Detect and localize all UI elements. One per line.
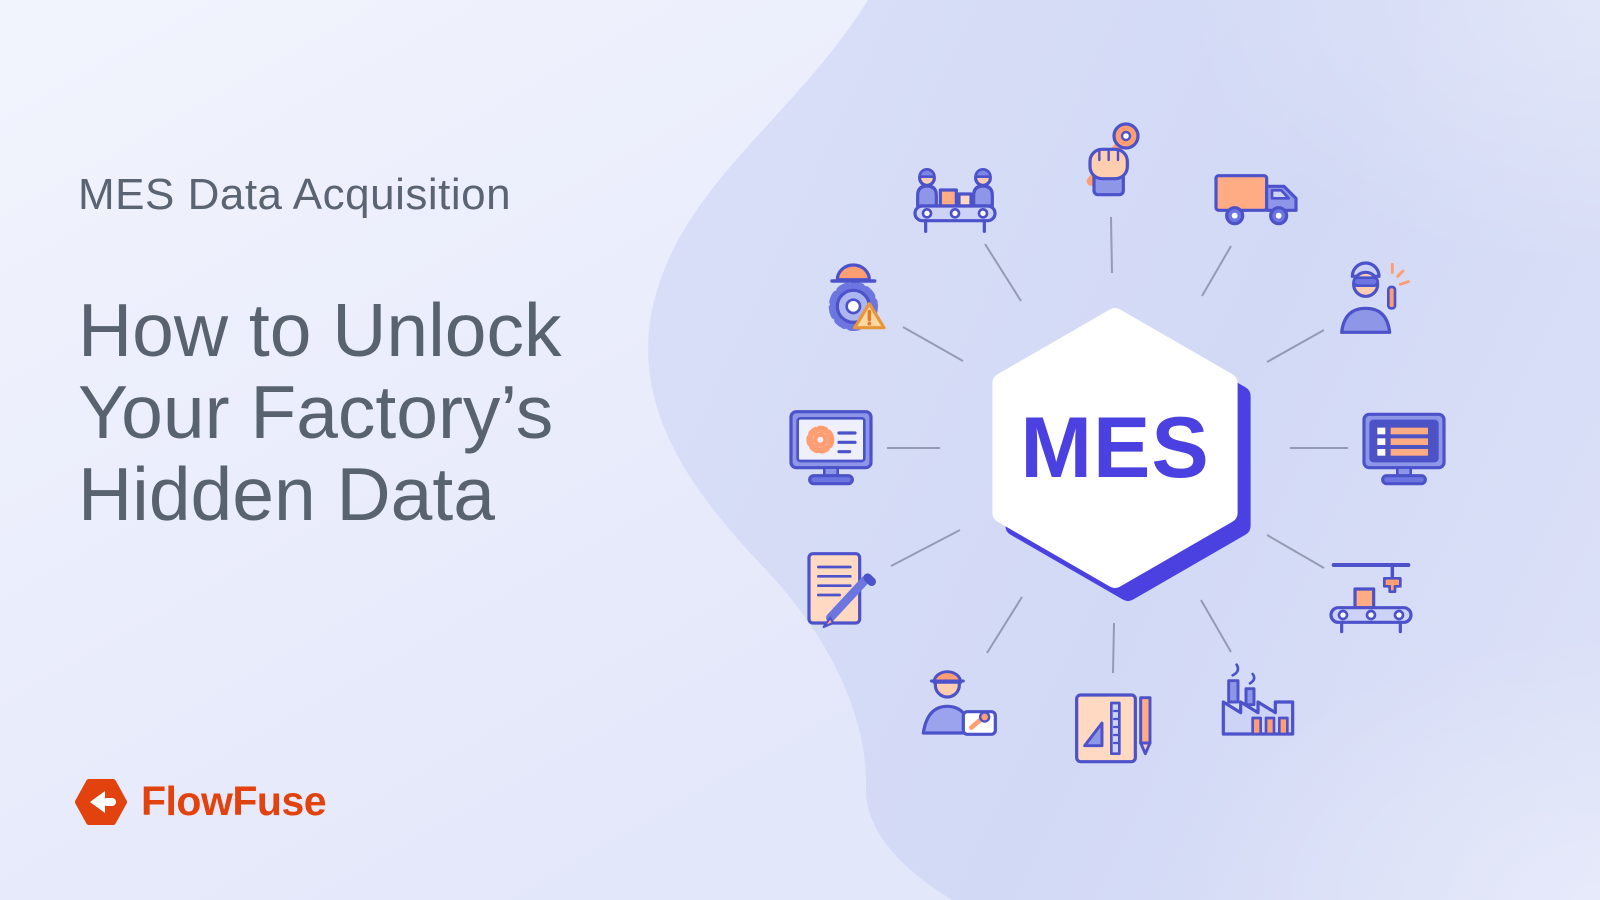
title-line-3: Hidden Data <box>78 451 495 536</box>
title-line-1: How to Unlock <box>78 288 562 372</box>
page-title: How to Unlock Your Factory’s Hidden Data <box>78 288 718 536</box>
welder-icon <box>1323 255 1419 351</box>
drafting-tools-icon <box>1066 679 1162 775</box>
mes-hub: MES <box>955 278 1275 618</box>
document-pen-icon <box>793 543 889 639</box>
engineer-wrench-icon <box>910 653 1006 749</box>
flowfuse-wordmark: FlowFuse <box>141 778 327 824</box>
monitor-gear-icon <box>783 401 879 497</box>
assembly-workers-conveyor-icon <box>907 150 1003 246</box>
title-line-2: Your Factory’s <box>78 369 554 454</box>
robotic-conveyor-icon <box>1323 549 1419 645</box>
hub-label: MES <box>1020 399 1210 496</box>
checklist-monitor-icon <box>1356 401 1452 497</box>
factory-icon <box>1210 654 1306 750</box>
hand-holding-wrench-icon <box>1062 112 1158 208</box>
gear-helmet-warning-icon <box>808 253 904 349</box>
left-copy: MES Data Acquisition How to Unlock Your … <box>78 170 718 535</box>
eyebrow: MES Data Acquisition <box>78 170 512 219</box>
hub-hexagon <box>992 308 1251 601</box>
flowfuse-logo-icon <box>75 778 127 825</box>
flowfuse-logo: FlowFuse <box>75 778 327 825</box>
delivery-truck-icon <box>1208 149 1304 245</box>
